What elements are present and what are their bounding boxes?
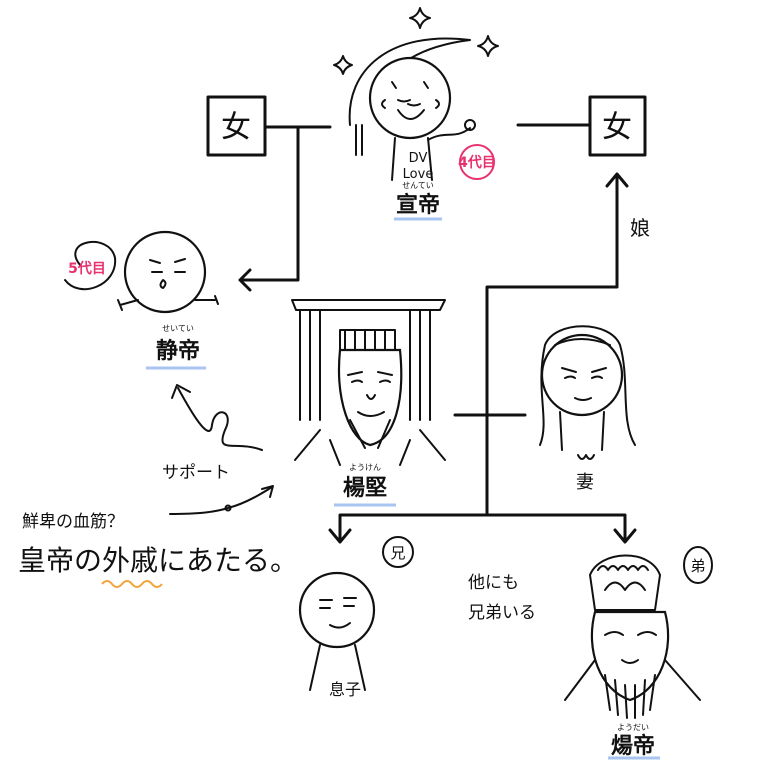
relation-note: 皇帝の外戚にあたる。 <box>18 544 298 577</box>
svg-text:せんてい: せんてい <box>402 181 434 190</box>
highlight-squiggle <box>101 580 163 588</box>
arrow-head-daughter <box>605 172 629 188</box>
svg-text:ようだい: ようだい <box>617 723 649 732</box>
svg-text:楊堅: 楊堅 <box>343 475 387 501</box>
connector-lines <box>169 123 637 544</box>
siblings-note-line1: 他にも <box>468 573 519 593</box>
woman-left: 女 <box>206 95 267 157</box>
line-to-daughter <box>485 173 619 417</box>
sparkle-icons <box>333 7 499 75</box>
svg-text:ようけん: ようけん <box>349 463 381 472</box>
arrow-head-jingdi <box>238 268 252 292</box>
woman-right: 女 <box>588 95 647 157</box>
xianbei-note: 鮮卑の血筋？ <box>22 512 124 532</box>
wife-figure: 妻 <box>539 325 636 493</box>
support-arrow <box>177 387 263 451</box>
siblings-note-line2: 兄弟いる <box>468 603 536 623</box>
svg-text:Love: Love <box>403 167 434 182</box>
xuandi-figure: DV Love 4代目 せんてい 宣帝 <box>348 37 496 221</box>
son-figure: 兄 息子 <box>298 536 414 699</box>
svg-text:兄: 兄 <box>390 544 405 562</box>
yangjian-figure: ようけん 楊堅 <box>291 299 446 507</box>
svg-text:4代目: 4代目 <box>458 154 496 171</box>
jingdi-figure: 5代目 せいてい 静帝 <box>64 230 219 370</box>
svg-text:女: 女 <box>602 110 632 145</box>
xianbei-arrow <box>169 486 273 515</box>
support-label: サポート <box>162 463 230 483</box>
yangdi-figure: 弟 ようだい 煬帝 <box>564 546 713 760</box>
svg-text:5代目: 5代目 <box>68 260 106 277</box>
svg-text:煬帝: 煬帝 <box>611 733 655 759</box>
xianbei-arrow-head <box>261 485 274 498</box>
svg-text:息子: 息子 <box>329 680 361 699</box>
children-line <box>338 513 627 542</box>
children-arrow-heads <box>328 528 637 544</box>
svg-text:静帝: 静帝 <box>156 338 200 364</box>
xianbei-arrow-loop <box>224 504 232 512</box>
svg-text:妻: 妻 <box>576 472 594 493</box>
svg-text:宣帝: 宣帝 <box>396 192 440 218</box>
line-to-jingdi <box>240 125 300 282</box>
svg-text:弟: 弟 <box>690 557 705 575</box>
support-arrow-head <box>171 384 191 399</box>
svg-text:せいてい: せいてい <box>162 324 194 333</box>
svg-text:女: 女 <box>221 110 251 145</box>
svg-text:DV: DV <box>409 151 428 166</box>
daughter-label: 娘 <box>630 216 650 240</box>
